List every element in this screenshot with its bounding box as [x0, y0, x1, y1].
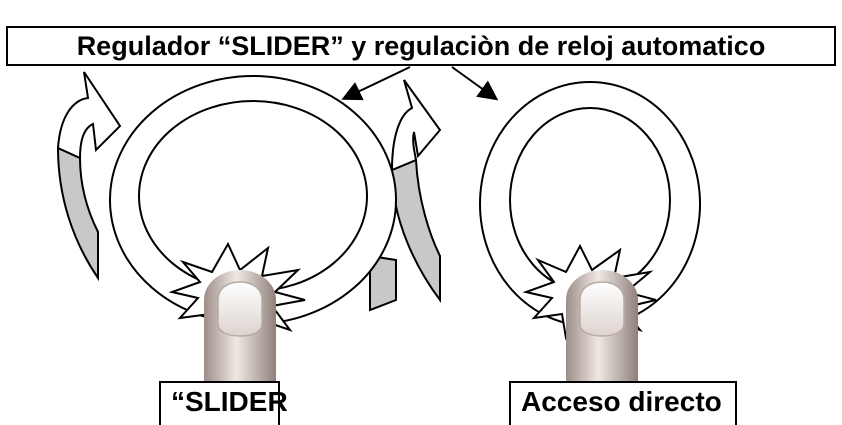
finger-left-icon	[204, 270, 276, 384]
pointer-arrow-left	[341, 66, 411, 101]
finger-right-icon	[566, 270, 638, 384]
right-curl-bottom-fragment	[369, 254, 397, 312]
right-rotation-curl-icon	[390, 79, 442, 304]
slider-label: “SLIDER	[159, 381, 288, 425]
pointer-arrow-right	[451, 66, 499, 101]
direct-access-ring	[479, 81, 701, 327]
slider-ring	[109, 75, 397, 325]
diagram-title: Regulador “SLIDER” y regulaciòn de reloj…	[6, 26, 836, 66]
direct-access-label: Acceso directo	[509, 381, 737, 425]
left-rotation-curl-icon	[56, 71, 122, 282]
